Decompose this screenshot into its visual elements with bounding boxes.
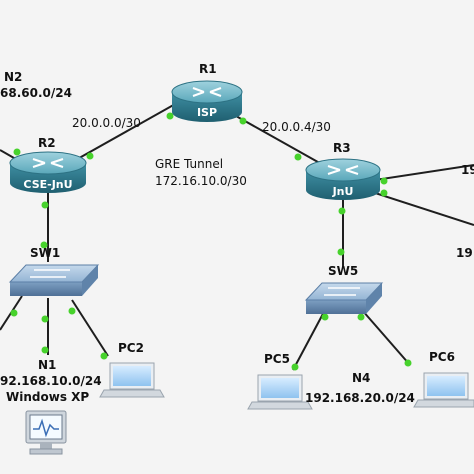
switch-sw5-name: SW5 [328, 264, 359, 278]
router-r3-name: R3 [333, 141, 351, 155]
pulse-icon [33, 418, 59, 438]
router-arrows-icon [192, 87, 222, 97]
link-r1-r2-subnet: 20.0.0.0/30 [72, 116, 141, 130]
gre-tunnel-title: GRE Tunnel [155, 157, 224, 171]
router-r2[interactable]: CSE-JnU [9, 151, 87, 193]
pc2-laptop[interactable] [99, 362, 165, 398]
port-dots [10, 112, 412, 371]
port-dot [41, 201, 49, 209]
switch-arrows-icon [30, 269, 70, 278]
port-dot [10, 309, 18, 317]
router-r1-name: R1 [199, 62, 217, 76]
port-dot [68, 307, 76, 315]
gre-tunnel-subnet: 172.16.10.0/30 [155, 174, 247, 188]
n1-os-label: Windows XP [6, 390, 90, 404]
windows-xp-monitor[interactable] [25, 410, 67, 455]
port-dot [380, 189, 388, 197]
n4-subnet: 192.168.20.0/24 [305, 391, 415, 405]
pc6-name: PC6 [429, 350, 455, 364]
router-r2-name: R2 [38, 136, 56, 150]
link-sw1-pc2 [71, 299, 109, 357]
link-r1-r2 [64, 102, 178, 167]
port-dot [338, 207, 346, 215]
pc5-laptop[interactable] [247, 374, 313, 410]
port-dot [294, 153, 302, 161]
link-sw5-pc5 [292, 309, 326, 371]
port-dot [337, 248, 345, 256]
port-dot [404, 359, 412, 367]
link-r3-right-2 [371, 191, 474, 226]
switch-arrows-icon [324, 287, 360, 296]
left-n2-subnet: 68.60.0/24 [0, 86, 72, 100]
port-dot [40, 241, 48, 249]
port-dot [291, 363, 299, 371]
port-dot [321, 313, 329, 321]
switch-sw1-name: SW1 [30, 246, 61, 260]
n4-name: N4 [352, 371, 371, 385]
pc6-laptop[interactable] [413, 372, 474, 408]
n1-subnet: 92.168.10.0/24 [0, 374, 102, 388]
links [0, 102, 474, 371]
router-r3[interactable]: JnU [305, 158, 381, 200]
port-dot [41, 315, 49, 323]
right-edge-label-bottom: 19 [456, 246, 473, 260]
router-r1[interactable]: ISP [171, 80, 243, 122]
link-r3-right-1 [374, 164, 474, 181]
link-r1-r3 [235, 115, 326, 167]
switch-sw1[interactable] [8, 264, 100, 296]
link-sw5-pc6 [361, 309, 411, 366]
router-arrows-icon [32, 158, 64, 168]
switch-sw5[interactable] [304, 282, 384, 314]
router-chip-label: CSE-JnU [23, 178, 72, 191]
port-dot [166, 112, 174, 120]
left-n2-name: N2 [4, 70, 23, 84]
right-edge-label-top: 19 [461, 163, 474, 177]
port-dot [357, 313, 365, 321]
port-dot [239, 117, 247, 125]
port-dot [380, 177, 388, 185]
port-dot [100, 352, 108, 360]
n1-name: N1 [38, 358, 57, 372]
router-chip-label: ISP [197, 106, 217, 119]
link-r1-r3-subnet: 20.0.0.4/30 [262, 120, 331, 134]
pc5-name: PC5 [264, 352, 290, 366]
router-chip-label: JnU [332, 185, 354, 198]
port-dot [86, 152, 94, 160]
port-dot [41, 346, 49, 354]
port-dot [13, 148, 21, 156]
router-arrows-icon [327, 165, 359, 175]
pc2-name: PC2 [118, 341, 144, 355]
